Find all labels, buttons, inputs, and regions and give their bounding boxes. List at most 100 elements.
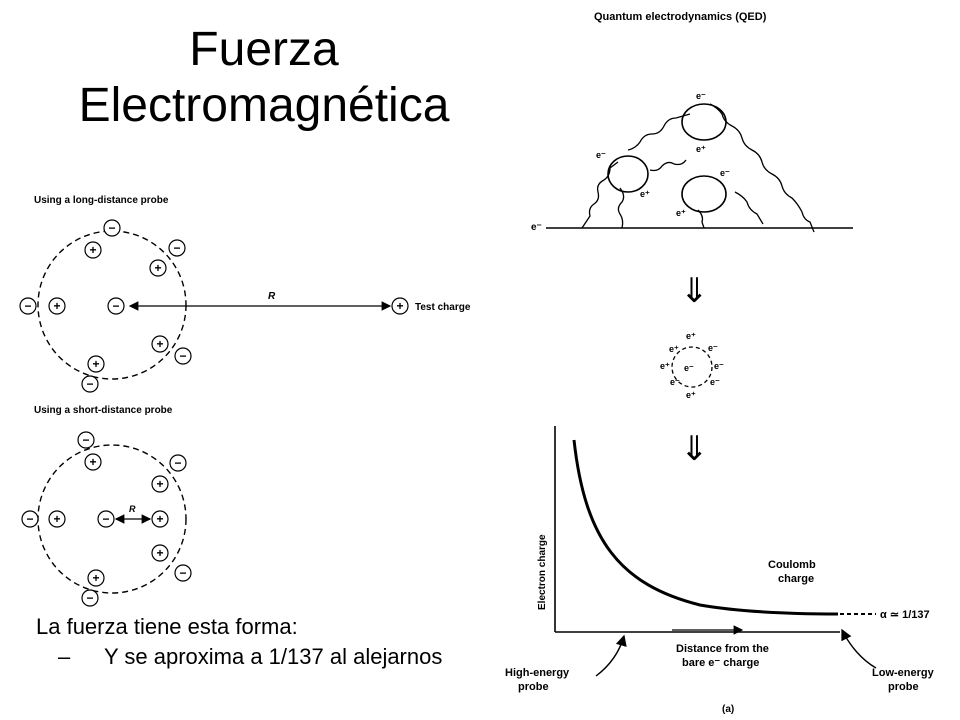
svg-text:+: + — [154, 261, 161, 275]
svg-text:−: − — [108, 221, 115, 235]
loop3-e-plus: e⁺ — [676, 208, 686, 218]
cloud-label: e⁻ — [710, 377, 720, 387]
plus-charge: + — [48, 510, 66, 528]
svg-text:+: + — [156, 512, 163, 526]
high-probe-arrow — [595, 634, 627, 677]
loop1-e-plus: e⁺ — [696, 144, 706, 154]
plus-charge: + — [87, 569, 105, 587]
loop2-e-plus: e⁺ — [640, 189, 650, 199]
svg-text:−: − — [179, 566, 186, 580]
plus-charge: + — [151, 510, 169, 528]
minus-charge: − — [97, 510, 115, 528]
svg-text:+: + — [156, 546, 163, 560]
svg-text:+: + — [89, 455, 96, 469]
svg-text:−: − — [174, 456, 181, 470]
plus-charge: + — [149, 259, 167, 277]
svg-text:−: − — [86, 591, 93, 605]
svg-text:+: + — [156, 477, 163, 491]
bullet-sub: – Y se aproxima a 1/137 al alejarnos — [58, 642, 442, 672]
figure-label: (a) — [722, 704, 734, 715]
coulomb-label-1: Coulomb — [768, 559, 816, 571]
plus-charge: + — [151, 335, 169, 353]
minus-charge: − — [174, 347, 192, 365]
minus-charge: − — [103, 219, 121, 237]
high-probe-line-2: probe — [518, 681, 549, 693]
low-probe-line-2: probe — [888, 681, 919, 693]
bare-electron-cloud — [671, 346, 713, 388]
charge-curve — [572, 439, 839, 616]
long-probe-label: Using a long-distance probe — [34, 195, 169, 206]
svg-text:−: − — [24, 299, 31, 313]
minus-charge: − — [81, 589, 99, 607]
r-label: R — [268, 291, 276, 302]
cloud-label: e⁺ — [686, 390, 696, 400]
high-probe-line-1: High-energy — [505, 667, 570, 679]
bullet-dash: – — [58, 644, 71, 669]
minus-charge: − — [168, 239, 186, 257]
cloud-label: e⁺ — [660, 361, 670, 371]
cloud-label: e⁺ — [669, 344, 679, 354]
loop3-e-minus: e⁻ — [720, 168, 730, 178]
down-arrow-1: ⇓ — [680, 272, 709, 310]
loop2-e-minus: e⁻ — [596, 150, 606, 160]
minus-charge: − — [107, 297, 125, 315]
bare-electron-label: e⁻ — [684, 363, 694, 373]
plus-charge: + — [151, 475, 169, 493]
coulomb-label-2: charge — [778, 573, 814, 585]
svg-text:+: + — [92, 571, 99, 585]
loop1-e-minus: e⁻ — [696, 91, 706, 101]
plus-charge: + — [151, 544, 169, 562]
xlabel-line-2: bare e⁻ charge — [682, 657, 759, 669]
bullet-sub-text: Y se aproxima a 1/137 al alejarnos — [104, 644, 443, 669]
minus-charge: − — [174, 564, 192, 582]
low-probe-arrow — [841, 628, 877, 669]
svg-text:+: + — [53, 299, 60, 313]
chart-ylabel: Electron charge — [537, 534, 548, 610]
plus-charge: + — [84, 241, 102, 259]
short-r-label: R — [129, 504, 136, 514]
svg-text:−: − — [26, 512, 33, 526]
minus-charge: − — [81, 375, 99, 393]
cloud-label: e⁻ — [708, 343, 718, 353]
svg-text:+: + — [53, 512, 60, 526]
svg-text:+: + — [156, 337, 163, 351]
svg-text:−: − — [179, 349, 186, 363]
long-probe-charges: −+−+−+−+−+−+ — [19, 219, 409, 393]
plus-charge: + — [48, 297, 66, 315]
minus-charge: − — [19, 297, 37, 315]
test-charge-label: Test charge — [415, 302, 471, 313]
svg-text:−: − — [102, 512, 109, 526]
plus-charge: + — [87, 355, 105, 373]
title-line-2: Electromagnética — [78, 79, 450, 132]
bullet-list: La fuerza tiene esta forma: – Y se aproxi… — [36, 612, 442, 672]
slide-title: Fuerza Electromagnética — [0, 22, 528, 134]
bullet-main: La fuerza tiene esta forma: — [36, 614, 298, 639]
svg-text:+: + — [89, 243, 96, 257]
qed-electron-label: e⁻ — [531, 222, 542, 233]
cloud-label: e⁻ — [714, 361, 724, 371]
plus-charge: + — [391, 297, 409, 315]
minus-charge: − — [169, 454, 187, 472]
short-probe-label: Using a short-distance probe — [34, 405, 173, 416]
electron-loops — [607, 103, 727, 213]
down-arrow-2: ⇓ — [680, 430, 709, 468]
minus-charge: − — [21, 510, 39, 528]
qed-title: Quantum electrodynamics (QED) — [594, 11, 767, 23]
svg-text:−: − — [82, 433, 89, 447]
cloud-label: e⁻ — [670, 377, 680, 387]
minus-charge: − — [77, 431, 95, 449]
xlabel-line-1: Distance from the — [676, 643, 769, 655]
svg-text:+: + — [92, 357, 99, 371]
svg-text:−: − — [86, 377, 93, 391]
asymptote-label: α ≃ 1/137 — [880, 609, 930, 621]
short-probe-charges: −+−+−+−++−+− — [21, 431, 192, 607]
cloud-label: e⁺ — [686, 331, 696, 341]
low-probe-line-1: Low-energy — [872, 667, 935, 679]
svg-text:−: − — [173, 241, 180, 255]
title-line-1: Fuerza — [189, 23, 339, 76]
plus-charge: + — [84, 453, 102, 471]
svg-text:−: − — [112, 299, 119, 313]
photon-lines — [581, 103, 815, 233]
cloud-labels: e⁺e⁺e⁻e⁺e⁻e⁺e⁻e⁻ — [660, 331, 724, 400]
